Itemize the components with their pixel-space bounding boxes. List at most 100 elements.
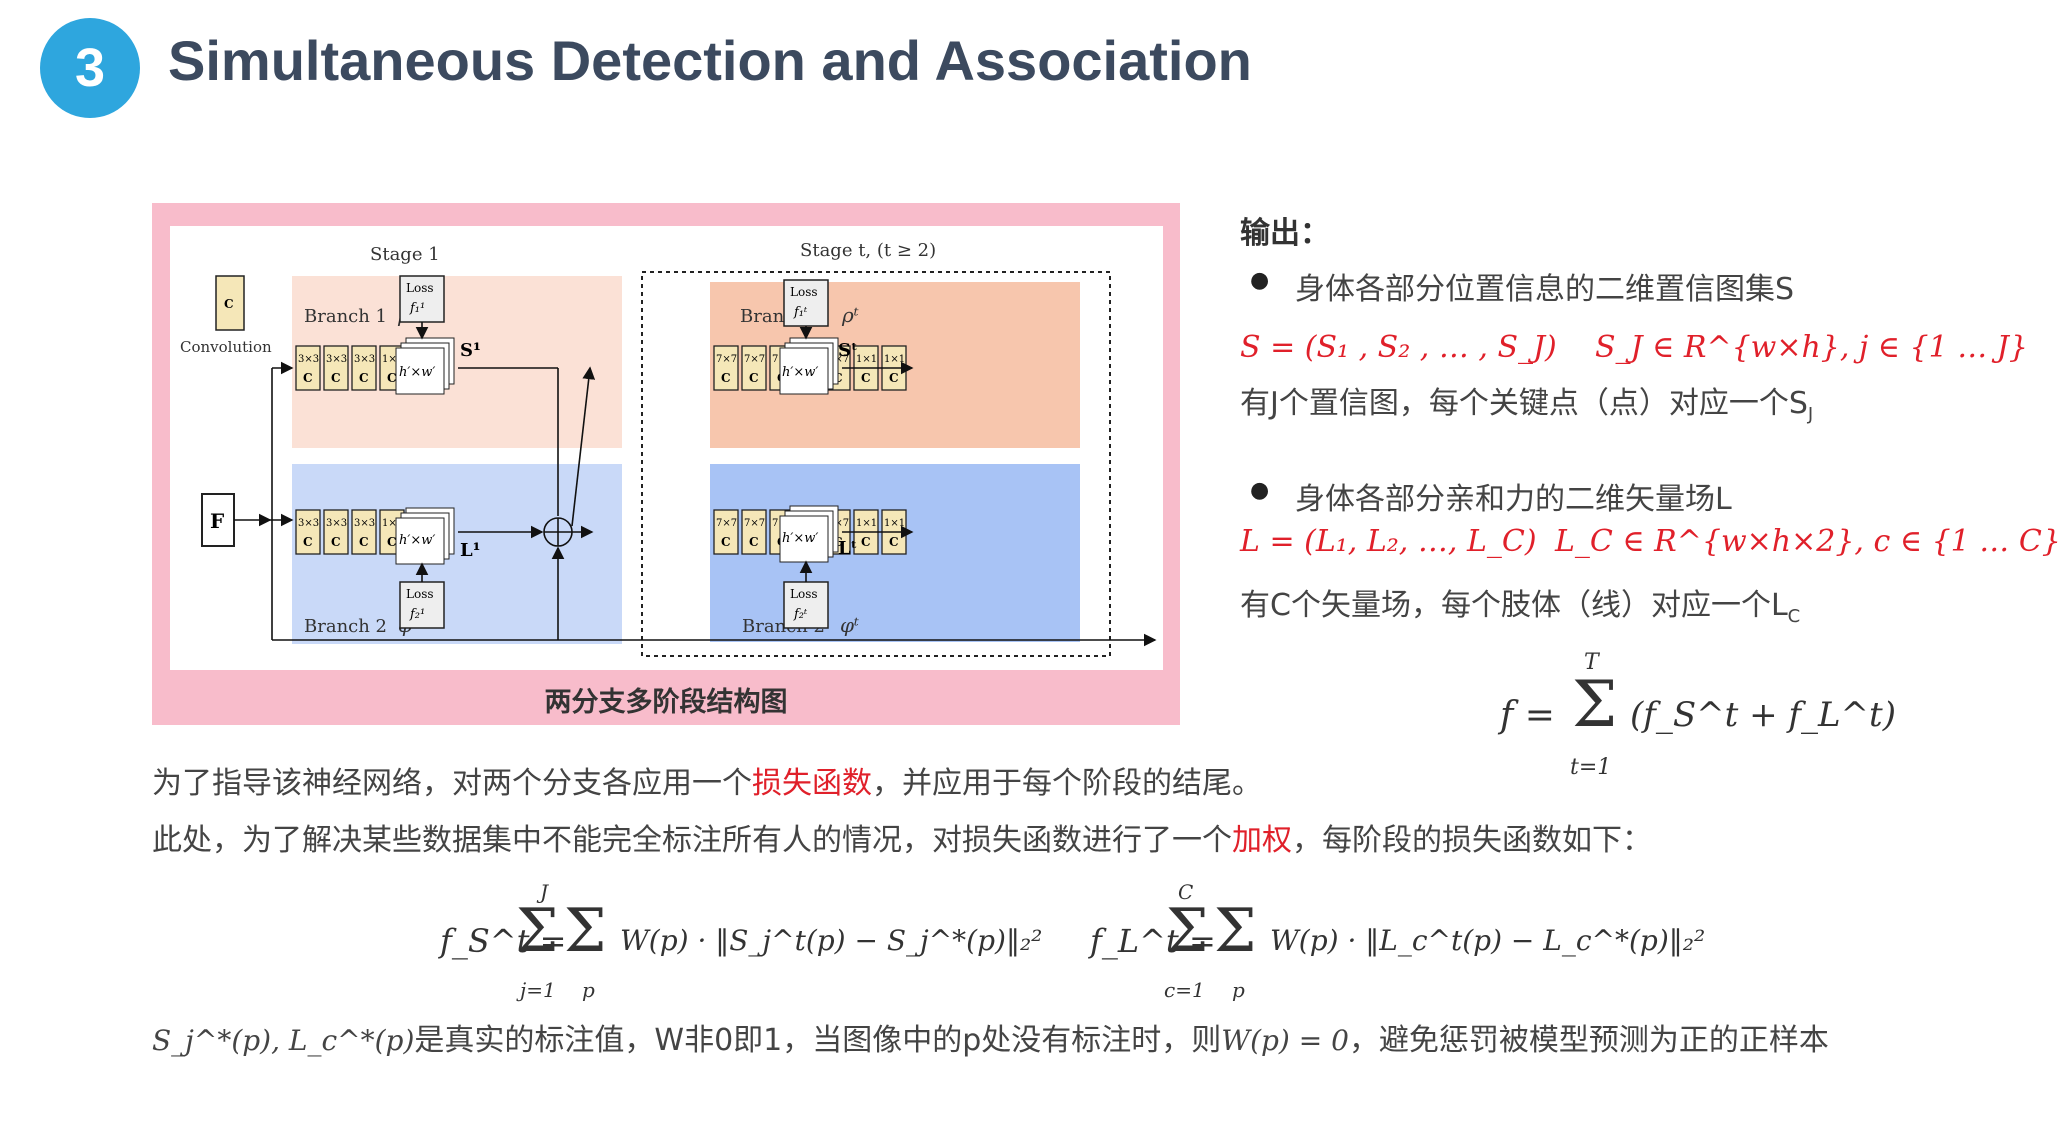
- conv-s1-b1-box: [351, 345, 377, 391]
- conv-s1-b1-kernel: 3×3: [298, 354, 319, 365]
- diagram-caption: 两分支多阶段结构图: [544, 687, 788, 718]
- conv-st-b1-kernel: 1×1: [856, 354, 877, 365]
- convolution-legend-c: C: [224, 297, 234, 311]
- svg-text:f₁¹: f₁¹: [409, 301, 425, 316]
- conv-st-b2-kernel: 1×1: [884, 518, 905, 529]
- conv-s1-b2-kernel: 3×3: [354, 518, 375, 529]
- bullet-dot-1: ●: [1250, 268, 1270, 293]
- formula-Lc: L_C ∈ R^{w×h×2}, c ∈ {1 … C}: [1555, 524, 2061, 559]
- bullet-dot-2: ●: [1250, 478, 1270, 503]
- stage1-output-S-stack: h′×w′: [395, 337, 455, 395]
- convolution-legend-label: Convolution: [180, 338, 272, 356]
- stage1-branch1-label: Branch 1: [304, 306, 387, 327]
- conv-s1-b2-c: C: [359, 535, 369, 549]
- conv-s1-b1-c: C: [387, 371, 397, 385]
- sigma-icon: Σ: [1166, 896, 1209, 966]
- formula-fL: f_L^t = C Σ c=1 Σ p W(p) · ‖L_c^t(p) − L…: [1090, 880, 1705, 1010]
- conv-st-b1-kernel: 7×7: [744, 354, 765, 365]
- conv-s1-b1-box: [323, 345, 349, 391]
- formula-fL-rhs: W(p) · ‖L_c^t(p) − L_c^*(p)‖₂²: [1270, 924, 1706, 957]
- staget-dashed-box: [641, 271, 1111, 657]
- staget-label: Stage t, (t ≥ 2): [800, 240, 936, 261]
- formula-total-lhs: f =: [1500, 695, 1555, 736]
- staget-phi: φᵗ: [840, 613, 859, 637]
- conv-st-b2-c: C: [889, 535, 899, 549]
- body-line-1: 为了指导该神经网络，对两个分支各应用一个损失函数，并应用于每个阶段的结尾。: [152, 758, 1262, 802]
- output-desc-1: 有J个置信图，每个关键点（点）对应一个SJ: [1240, 378, 1813, 425]
- conv-s1-b1-kernel: 3×3: [354, 354, 375, 365]
- output-desc-2-text: 有C个矢量场，每个肢体（线）对应一个L: [1240, 588, 1788, 623]
- svg-text:f₂ᵗ: f₂ᵗ: [793, 607, 808, 622]
- conv-st-b2-c: C: [721, 535, 731, 549]
- stage1-branch2-label: Branch 2: [304, 616, 387, 637]
- section-number-badge: 3: [40, 18, 140, 118]
- sigma-icon: Σ: [1572, 668, 1618, 742]
- conv-st-b2-box: [741, 509, 767, 555]
- formula-fS-sum1-bottom: j=1: [520, 978, 556, 1002]
- svg-text:Loss: Loss: [406, 587, 434, 601]
- body-line-2-a: 此处，为了解决某些数据集中不能完全标注所有人的情况，对损失函数进行了一个: [152, 823, 1232, 858]
- output-heading: 输出：: [1240, 216, 1330, 251]
- staget-loss1-box: Loss f₁ᵗ: [783, 279, 829, 327]
- conv-s1-b1-c: C: [331, 371, 341, 385]
- conv-s1-b2-kernel: 3×3: [298, 518, 319, 529]
- svg-text:Loss: Loss: [790, 587, 818, 601]
- slide-title: Simultaneous Detection and Association: [168, 29, 1252, 92]
- staget-output-S-stack: h′×w′: [779, 337, 839, 395]
- staget-loss2-box: Loss f₂ᵗ: [783, 581, 829, 629]
- stage1-output-L-hw: h′×w′: [399, 533, 435, 548]
- conv-s1-b2-box: [323, 509, 349, 555]
- conv-st-b2-c: C: [861, 535, 871, 549]
- conv-st-b1-box: [741, 345, 767, 391]
- conv-s1-b2-c: C: [387, 535, 397, 549]
- formula-total-sum-top: T: [1584, 650, 1599, 675]
- diagram-panel: Stage 1 Stage t, (t ≥ 2) C Convolution F…: [170, 226, 1163, 670]
- conv-s1-b2-kernel: 3×3: [326, 518, 347, 529]
- conv-st-b2-kernel: 7×7: [828, 518, 849, 529]
- svg-text:Loss: Loss: [790, 285, 818, 299]
- body-line-1-b: ，并应用于每个阶段的结尾。: [872, 766, 1262, 801]
- body-line-3-gt: S_j^*(p), L_c^*(p): [152, 1024, 415, 1057]
- formula-fS-sum1-top: J: [540, 880, 549, 904]
- conv-st-b2-box: [713, 509, 739, 555]
- conv-s1-b1-c: C: [359, 371, 369, 385]
- staget-output-L-stack: h′×w′: [779, 505, 839, 563]
- stage1-S1-label: S¹: [460, 340, 481, 361]
- conv-st-b1-kernel: 1×1: [884, 354, 905, 365]
- svg-text:f₂¹: f₂¹: [409, 607, 425, 622]
- stage1-output-S-hw: h′×w′: [399, 365, 435, 380]
- output-bullet-1: 身体各部分位置信息的二维置信图集S: [1295, 272, 1795, 307]
- conv-s1-b2-c: C: [303, 535, 313, 549]
- conv-st-b2-kernel: 7×7: [744, 518, 765, 529]
- conv-s1-b1-kernel: 1×1: [382, 354, 403, 365]
- sigma-icon: Σ: [1214, 896, 1257, 966]
- formula-total-loss: f = T Σ t=1 (f_S^t + f_L^t): [1500, 650, 1896, 790]
- formula-total-sum-bottom: t=1: [1570, 755, 1612, 780]
- conv-s1-b2-c: C: [331, 535, 341, 549]
- formula-fL-lhs: f_L^t =: [1090, 922, 1216, 960]
- conv-s1-b2-box: [351, 509, 377, 555]
- conv-st-b1-kernel: 7×7: [828, 354, 849, 365]
- conv-s1-b1-box: [295, 345, 321, 391]
- conv-s1-b1-c: C: [303, 371, 313, 385]
- formula-fL-sum1-bottom: c=1: [1164, 978, 1205, 1002]
- staget-output-L-hw: h′×w′: [782, 531, 818, 546]
- architecture-diagram: Stage 1 Stage t, (t ≥ 2) C Convolution F…: [180, 240, 1157, 657]
- formula-fL-sum1-top: C: [1178, 880, 1194, 904]
- body-line-1-a: 为了指导该神经网络，对两个分支各应用一个: [152, 766, 752, 801]
- stage1-label: Stage 1: [370, 244, 440, 265]
- body-line-1-highlight: 损失函数: [752, 766, 872, 801]
- stage1-loss2-box: Loss f₂¹: [399, 581, 445, 629]
- output-desc-1-sub: J: [1807, 404, 1814, 425]
- body-line-2: 此处，为了解决某些数据集中不能完全标注所有人的情况，对损失函数进行了一个加权，每…: [152, 815, 1652, 859]
- conv-st-b1-box: [713, 345, 739, 391]
- formula-total-rhs: (f_S^t + f_L^t): [1630, 695, 1896, 735]
- body-line-3-b: ，避免惩罚被模型预测为正的正样本: [1348, 1023, 1829, 1058]
- formula-fL-sum2-bottom: p: [1232, 978, 1245, 1002]
- formula-fS-sum2-bottom: p: [582, 978, 595, 1002]
- stage1-L1-label: L¹: [460, 540, 481, 561]
- sigma-icon: Σ: [516, 896, 559, 966]
- svg-text:Loss: Loss: [406, 281, 434, 295]
- formula-L: L = (L₁, L₂, …, L_C): [1240, 524, 1537, 559]
- output-desc-2-sub: C: [1787, 606, 1801, 627]
